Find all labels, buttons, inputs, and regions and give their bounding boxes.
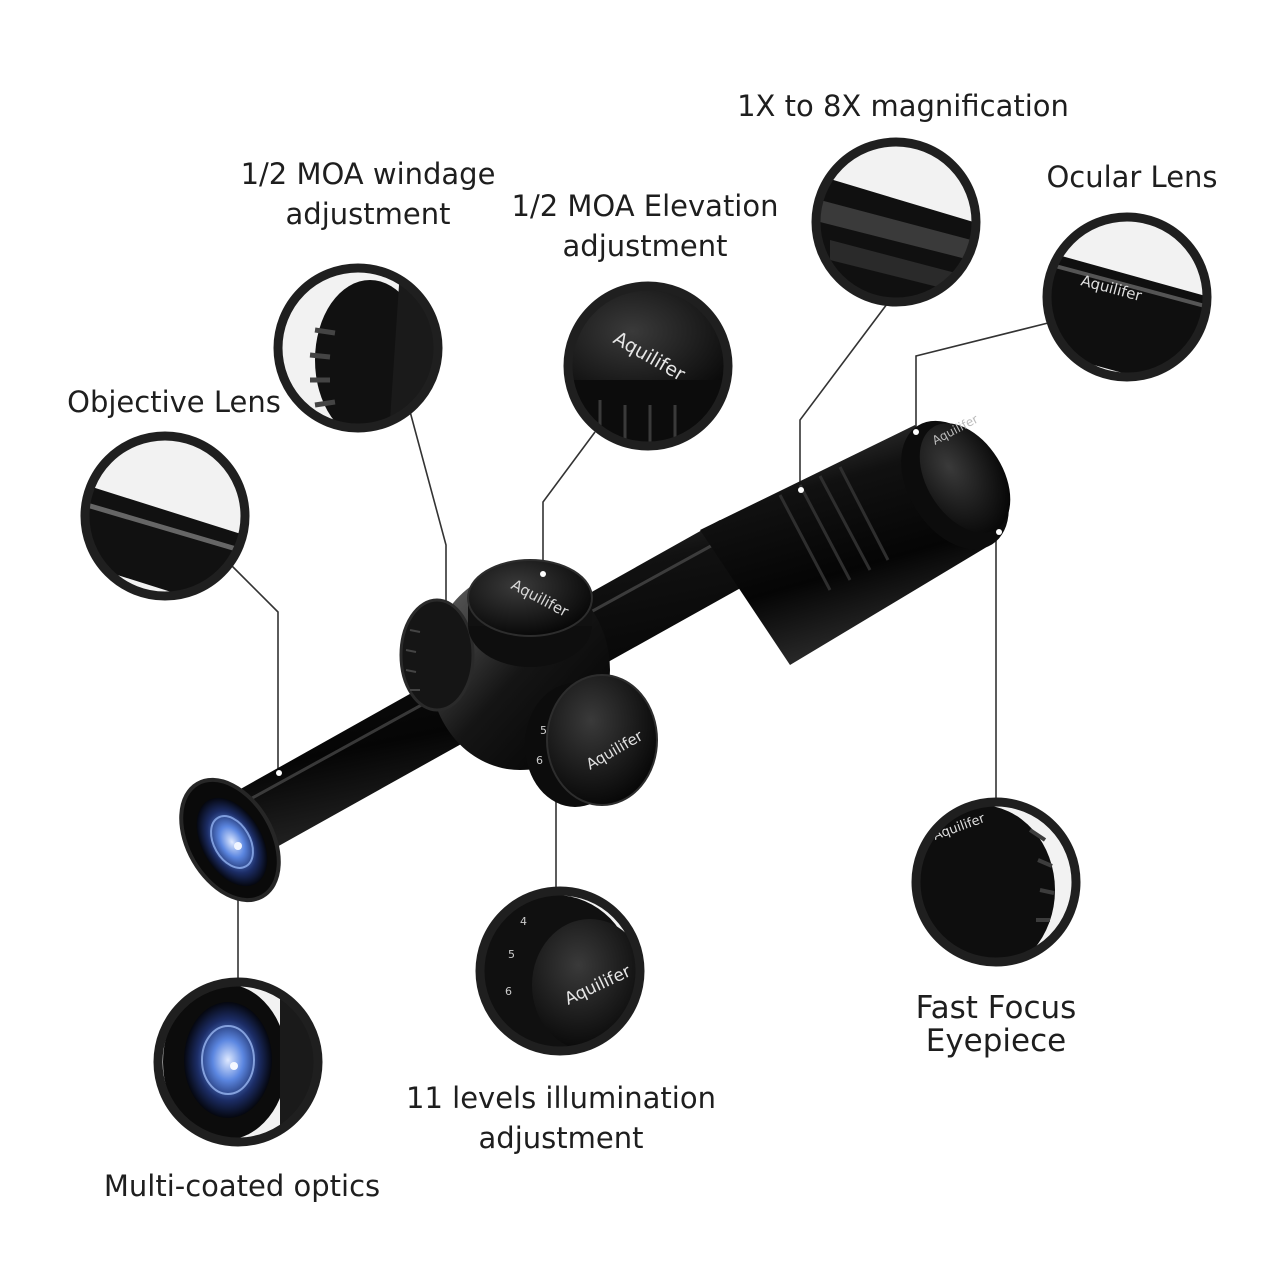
label-coated: Multi-coated optics bbox=[103, 1169, 381, 1203]
label-focus: Fast Focus Eyepiece bbox=[915, 990, 1077, 1059]
callout-focus: Aquilifer bbox=[911, 797, 1081, 967]
callout-ocular: Aquilifer bbox=[1042, 212, 1212, 382]
leader-elevation bbox=[542, 431, 596, 574]
callout-objective bbox=[80, 431, 250, 601]
leader-windage bbox=[407, 403, 447, 610]
elevation-turret-cap bbox=[467, 559, 593, 637]
callout-coated bbox=[153, 977, 323, 1147]
label-illumination: 11 levels illumination adjustment bbox=[406, 1081, 716, 1155]
label-elevation: 1/2 MOA Elevation adjustment bbox=[511, 189, 779, 263]
rifle-scope: Aquilifer Aquilifer Aquilifer 5 6 bbox=[179, 412, 1011, 903]
feature-dots bbox=[276, 429, 1002, 776]
dial-number: 5 bbox=[508, 948, 515, 961]
callout-windage bbox=[273, 263, 443, 433]
callout-elevation: Aquilifer bbox=[563, 281, 733, 451]
label-magnification: 1X to 8X magnification bbox=[737, 89, 1069, 123]
label-objective: Objective Lens bbox=[67, 385, 281, 419]
power-ring-ridges bbox=[778, 466, 890, 591]
dial-number: 6 bbox=[505, 985, 512, 998]
illumination-turret-cap bbox=[546, 674, 658, 806]
leader-ocular bbox=[915, 322, 1049, 432]
dial-number: 6 bbox=[536, 754, 543, 767]
label-windage: 1/2 MOA windage adjustment bbox=[240, 157, 496, 231]
callout-illumination: Aquilifer 5 6 4 bbox=[475, 886, 645, 1056]
leader-magnification bbox=[799, 299, 891, 490]
callout-magnification bbox=[811, 137, 981, 307]
dial-number: 5 bbox=[540, 724, 547, 737]
dial-number: 4 bbox=[520, 915, 527, 928]
windage-turret bbox=[399, 598, 475, 712]
leader-lines bbox=[231, 299, 1049, 982]
leader-objective bbox=[231, 565, 279, 772]
label-ocular: Ocular Lens bbox=[1046, 160, 1218, 194]
